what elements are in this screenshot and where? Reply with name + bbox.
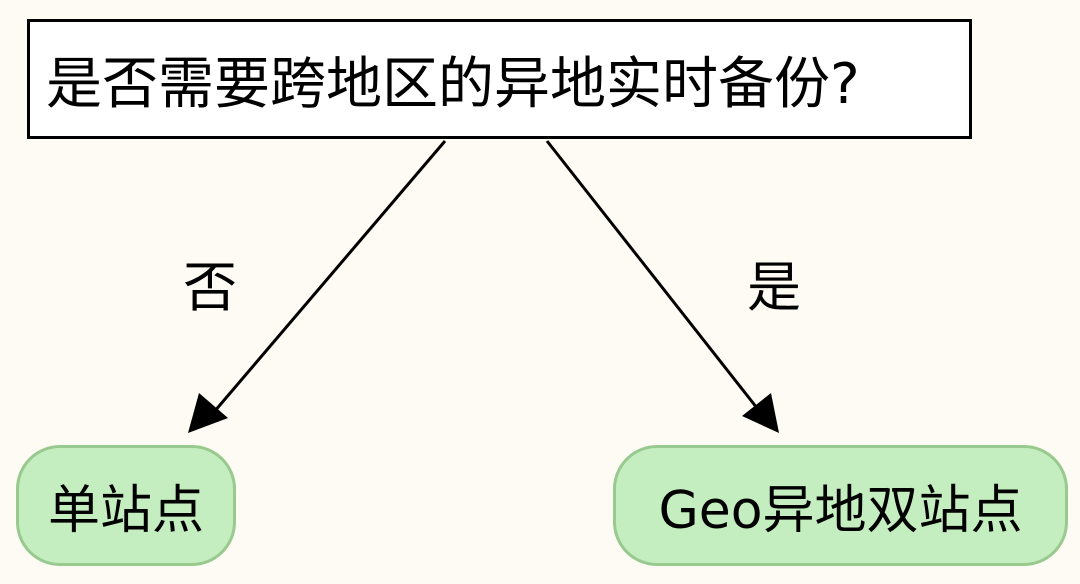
geo-dual-site-label: Geo异地双站点	[658, 481, 1023, 541]
arrow-yes-line	[545, 140, 759, 409]
no-branch-label: 否	[183, 256, 237, 319]
arrow-no-line	[212, 140, 447, 413]
geo-dual-site-node: Geo异地双站点	[613, 445, 1068, 566]
single-site-label: 单站点	[47, 481, 204, 541]
question-node: 是否需要跨地区的异地实时备份?	[27, 19, 972, 139]
yes-branch-label: 是	[747, 256, 801, 319]
single-site-node: 单站点	[16, 445, 236, 566]
question-text: 是否需要跨地区的异地实时备份?	[46, 51, 860, 117]
arrow-no-head	[188, 393, 228, 433]
arrow-yes-head	[742, 393, 779, 433]
